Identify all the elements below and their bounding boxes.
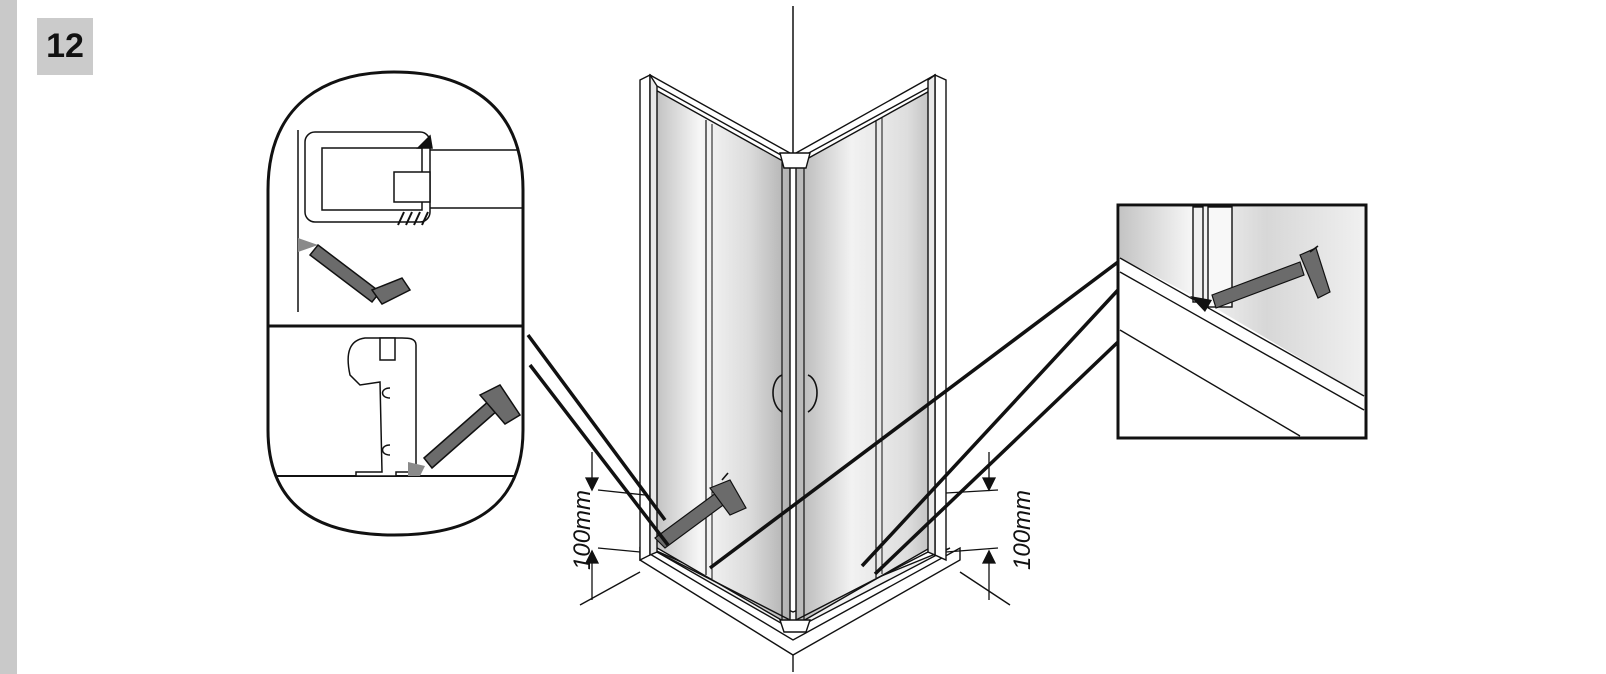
left-glass-panel xyxy=(651,86,791,627)
shower-frame xyxy=(639,73,947,633)
callout-lines xyxy=(526,260,1120,576)
left-detail-callout xyxy=(266,70,525,537)
right-dimension-marks xyxy=(945,452,999,600)
left-dimension-marks xyxy=(584,452,646,600)
silicone-gun-icon xyxy=(654,472,747,549)
door-handle-icon xyxy=(772,374,818,413)
left-height-label: 100mm xyxy=(569,490,596,570)
silicone-gun-icon xyxy=(308,243,412,305)
page-sidebar xyxy=(0,0,17,674)
right-height-label: 100mm xyxy=(1009,490,1036,570)
shower-tray xyxy=(579,546,1011,672)
silicone-gun-icon xyxy=(422,384,522,470)
silicone-gun-icon xyxy=(1211,245,1331,309)
right-glass-panel xyxy=(795,86,936,627)
right-detail-callout xyxy=(1116,203,1368,440)
step-number-badge: 12 xyxy=(37,18,93,75)
